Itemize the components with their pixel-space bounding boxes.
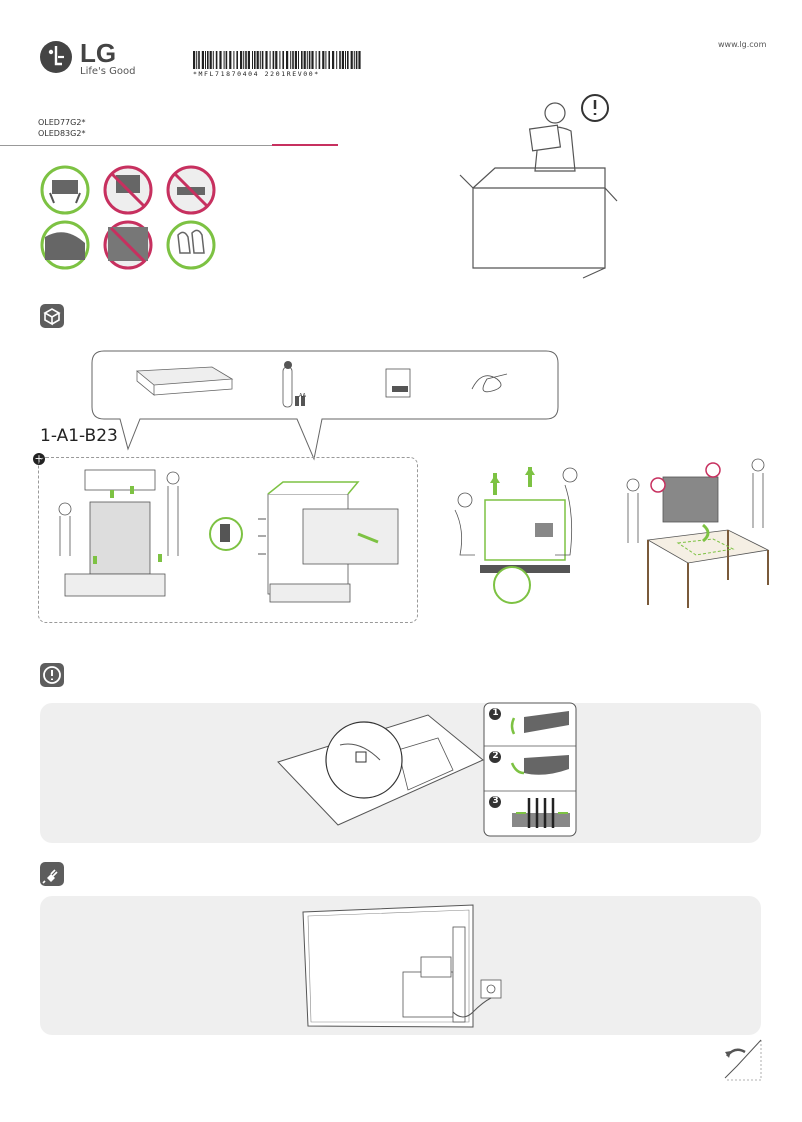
barcode-icon xyxy=(193,51,361,69)
box-open-icon xyxy=(40,304,64,328)
power-plug-icon xyxy=(40,862,64,886)
model-number-1: OLED77G2* xyxy=(38,118,86,127)
wear-gloves-icon xyxy=(166,220,216,270)
unboxing-caution-illustration xyxy=(459,94,618,279)
handling-icons-grid xyxy=(40,165,216,270)
brand-logo-text: LG xyxy=(80,38,117,68)
place-on-table-illustration xyxy=(626,458,770,608)
step-number-1: 1 xyxy=(492,708,499,718)
page-turn-icon[interactable] xyxy=(723,1038,763,1082)
website-link[interactable]: www.lg.com xyxy=(718,40,767,49)
power-cable-icon xyxy=(471,373,508,393)
accessories-callout xyxy=(91,350,559,461)
reference-code: 1-A1-B23 xyxy=(40,426,118,446)
stand-base-part-icon xyxy=(135,366,234,396)
cable-clip-steps-box xyxy=(483,702,577,837)
header-rule xyxy=(0,145,272,146)
manual-booklet-icon xyxy=(385,368,411,398)
hold-tv-both-hands-icon xyxy=(40,165,90,215)
remote-control-icon xyxy=(282,361,305,408)
unpacking-steps-frame xyxy=(38,457,418,623)
barcode-text: *MFL71870404 2201REV00* xyxy=(193,70,320,78)
do-not-touch-screen-icon xyxy=(103,220,153,270)
do-not-carry-one-person-icon xyxy=(103,165,153,215)
lift-tv-illustration xyxy=(454,467,578,604)
tv-back-power-illustration xyxy=(302,904,502,1028)
unpacking-illustration-2 xyxy=(209,481,399,603)
handle-edge-icon xyxy=(40,220,90,270)
header-rule-accent xyxy=(272,144,338,146)
caution-icon xyxy=(40,663,64,687)
model-number-2: OLED83G2* xyxy=(38,129,86,138)
lg-logo-icon xyxy=(40,41,72,73)
battery-label: AA xyxy=(299,393,306,399)
tv-back-cable-clip-illustration xyxy=(277,714,484,826)
step-number-2: 2 xyxy=(492,751,499,761)
do-not-carry-screen-down-icon xyxy=(166,165,216,215)
brand-tagline: Life's Good xyxy=(80,66,136,77)
unpacking-illustration-1 xyxy=(58,469,180,597)
step-number-3: 3 xyxy=(492,796,499,806)
